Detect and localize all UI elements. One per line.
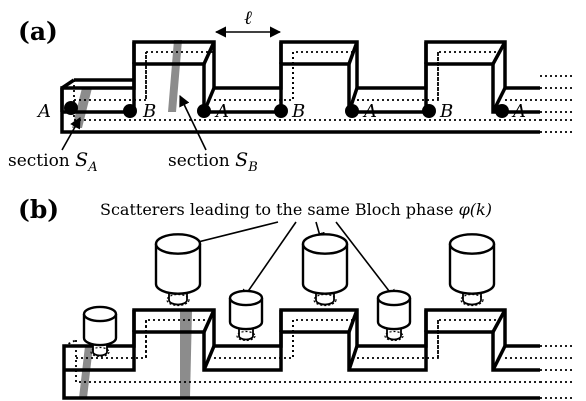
- caption-arrow: [241, 221, 297, 301]
- site-label: A: [362, 101, 377, 122]
- period-label: ℓ: [244, 7, 252, 29]
- panel-b: (b) Scatterers leading to the same Bloch…: [18, 195, 572, 400]
- waveguide-b: [62, 308, 572, 400]
- site-dot: [495, 104, 509, 118]
- panel-a-label: (a): [18, 17, 58, 46]
- scatterer: [154, 233, 202, 307]
- site-label: A: [214, 101, 229, 122]
- section-sb-plane-b: [180, 310, 192, 398]
- section-sa-label: section SA: [8, 149, 98, 175]
- section-sb-plane: [168, 40, 182, 112]
- site-dot: [422, 104, 436, 118]
- waveguide-a: [60, 40, 572, 134]
- scatterer: [376, 289, 412, 342]
- panel-b-caption: Scatterers leading to the same Bloch pha…: [100, 200, 492, 219]
- section-sa-plane-b: [79, 346, 93, 398]
- site-label: B: [439, 101, 453, 122]
- scatterer: [82, 305, 118, 358]
- scatterers: [82, 233, 496, 358]
- panel-a: (a): [8, 7, 572, 175]
- site-dot: [197, 104, 211, 118]
- site-dot: [274, 104, 288, 118]
- site-label: B: [291, 101, 305, 122]
- caption-arrow: [335, 221, 397, 301]
- site-dot: [123, 104, 137, 118]
- section-sa-arrow: [61, 117, 81, 151]
- site-markers: A B A B A B A: [36, 101, 526, 122]
- site-label: A: [36, 101, 51, 122]
- panel-b-label: (b): [18, 195, 59, 224]
- site-label: A: [511, 101, 526, 122]
- caption-arrows: [180, 221, 397, 301]
- site-dot: [345, 104, 359, 118]
- section-sb-label: section SB: [168, 149, 258, 175]
- scatterer: [228, 289, 264, 342]
- section-sb-arrow: [179, 94, 207, 151]
- scatterer: [448, 233, 496, 307]
- site-dot: [64, 101, 78, 115]
- scatterer: [301, 233, 349, 307]
- site-label: B: [142, 101, 156, 122]
